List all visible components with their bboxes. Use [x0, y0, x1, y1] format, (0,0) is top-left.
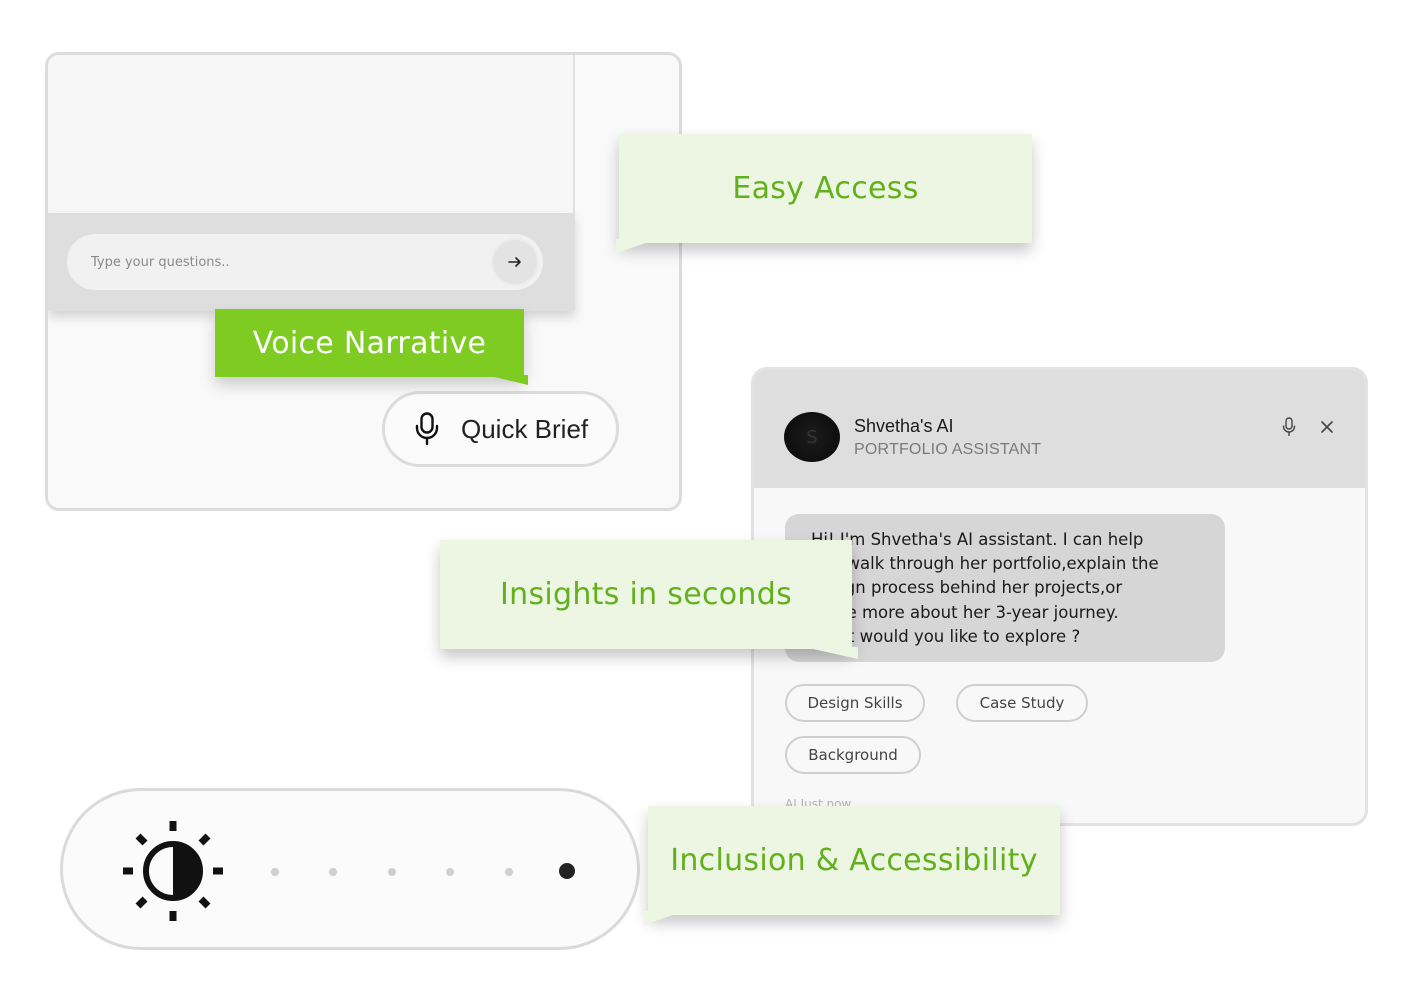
quick-brief-button[interactable]: Quick Brief — [382, 391, 619, 467]
callout-inclusion-label: Inclusion & Accessibility — [670, 843, 1038, 878]
callout-easy-access-label: Easy Access — [732, 171, 919, 206]
contrast-step-active[interactable] — [559, 863, 575, 879]
microphone-icon — [1282, 417, 1296, 436]
contrast-step[interactable] — [387, 868, 396, 876]
close-button[interactable] — [1316, 416, 1338, 438]
contrast-step[interactable] — [504, 868, 513, 876]
avatar: S — [784, 412, 840, 462]
contrast-sun-icon — [123, 821, 223, 921]
assistant-role: PORTFOLIO ASSISTANT — [854, 441, 1042, 458]
callout-insights-label: Insights in seconds — [499, 577, 793, 612]
message-line: What would you like to explore ? — [811, 626, 1081, 646]
contrast-step[interactable] — [446, 868, 455, 876]
contrast-slider[interactable] — [60, 788, 640, 950]
callout-voice-narrative: Voice Narrative — [215, 309, 528, 385]
contrast-step[interactable] — [271, 868, 279, 876]
send-button[interactable] — [491, 238, 539, 286]
avatar-initial: S — [806, 426, 818, 448]
assistant-name: Shvetha's AI — [854, 416, 954, 436]
callout-inclusion: Inclusion & Accessibility — [644, 806, 1060, 925]
chat-input-bar — [48, 213, 575, 311]
arrow-right-icon — [508, 257, 521, 267]
callout-voice-narrative-label: Voice Narrative — [252, 325, 487, 361]
message-line: Hi! I'm Shvetha's AI assistant. I can he… — [811, 530, 1144, 549]
callout-easy-access: Easy Access — [616, 134, 1032, 253]
voice-button[interactable] — [1278, 416, 1300, 438]
chip-case-study[interactable]: Case Study — [956, 684, 1088, 722]
chip-background[interactable]: Background — [785, 736, 921, 774]
assistant-message-bubble: Hi! I'm Shvetha's AI assistant. I can he… — [785, 514, 1225, 662]
close-icon — [1321, 421, 1333, 433]
chip-design-skills[interactable]: Design Skills — [785, 684, 925, 722]
contrast-step[interactable] — [329, 868, 338, 876]
message-line: design process behind her projects,or — [811, 578, 1123, 598]
callout-tail — [486, 375, 528, 385]
message-line: share more about her 3-year journey. — [811, 602, 1119, 622]
callout-insights: Insights in seconds — [440, 540, 858, 659]
chat-input-card — [45, 52, 682, 511]
question-input[interactable] — [91, 248, 471, 276]
chat-history-area — [48, 55, 575, 213]
quick-brief-label: Quick Brief — [461, 413, 589, 444]
assistant-chat-card: S Shvetha's AI PORTFOLIO ASSISTANT Hi! I… — [751, 367, 1368, 826]
callout-tail — [804, 647, 858, 659]
question-input-pill — [67, 234, 543, 290]
assistant-header: S Shvetha's AI PORTFOLIO ASSISTANT — [754, 370, 1365, 488]
microphone-icon — [415, 412, 439, 446]
message-line: you walk through her portfolio,explain t… — [811, 554, 1159, 574]
callout-tail — [616, 239, 658, 253]
callout-tail — [644, 911, 684, 925]
